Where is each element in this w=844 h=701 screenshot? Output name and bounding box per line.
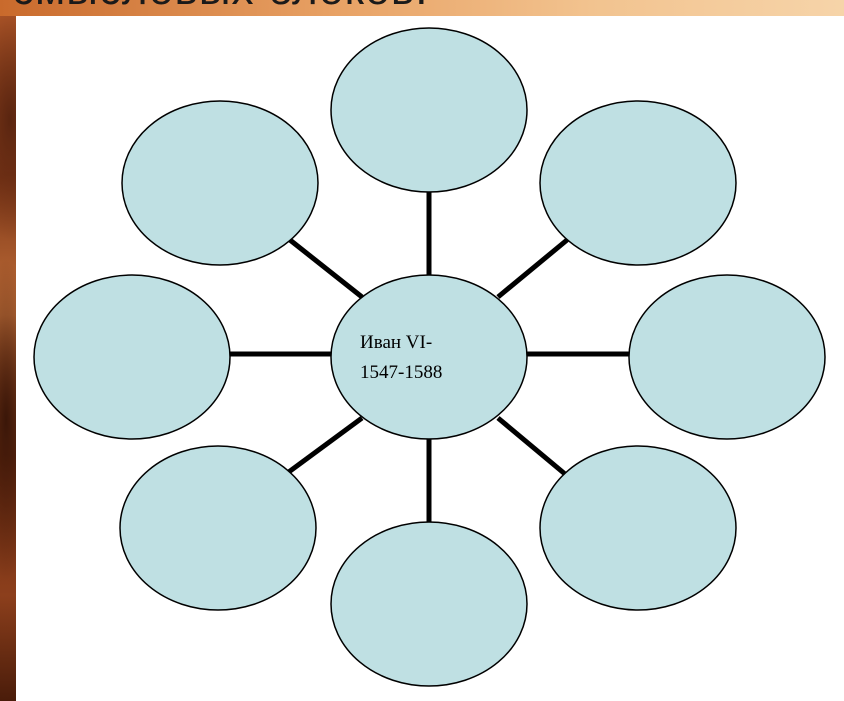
bubble-top-left — [121, 100, 319, 266]
bubble-left — [33, 274, 231, 440]
center-label-name: Иван VI- — [360, 332, 432, 353]
bubble-top — [330, 27, 528, 193]
bubble-right — [628, 274, 826, 440]
center-label-years: 1547-1588 — [360, 362, 442, 383]
connector-top-left — [288, 238, 364, 299]
bubble-top-right — [539, 100, 737, 266]
connector-bottom-right — [496, 416, 567, 476]
bubble-bottom-right — [539, 445, 737, 611]
slide-heading: смысловых блоков. — [12, 0, 428, 12]
bubble-bottom — [330, 521, 528, 687]
connector-bottom-left — [284, 415, 364, 477]
bubble-center — [330, 274, 528, 440]
connector-top-right — [496, 238, 569, 299]
bubble-bottom-left — [119, 445, 317, 611]
title-banner — [0, 0, 844, 16]
